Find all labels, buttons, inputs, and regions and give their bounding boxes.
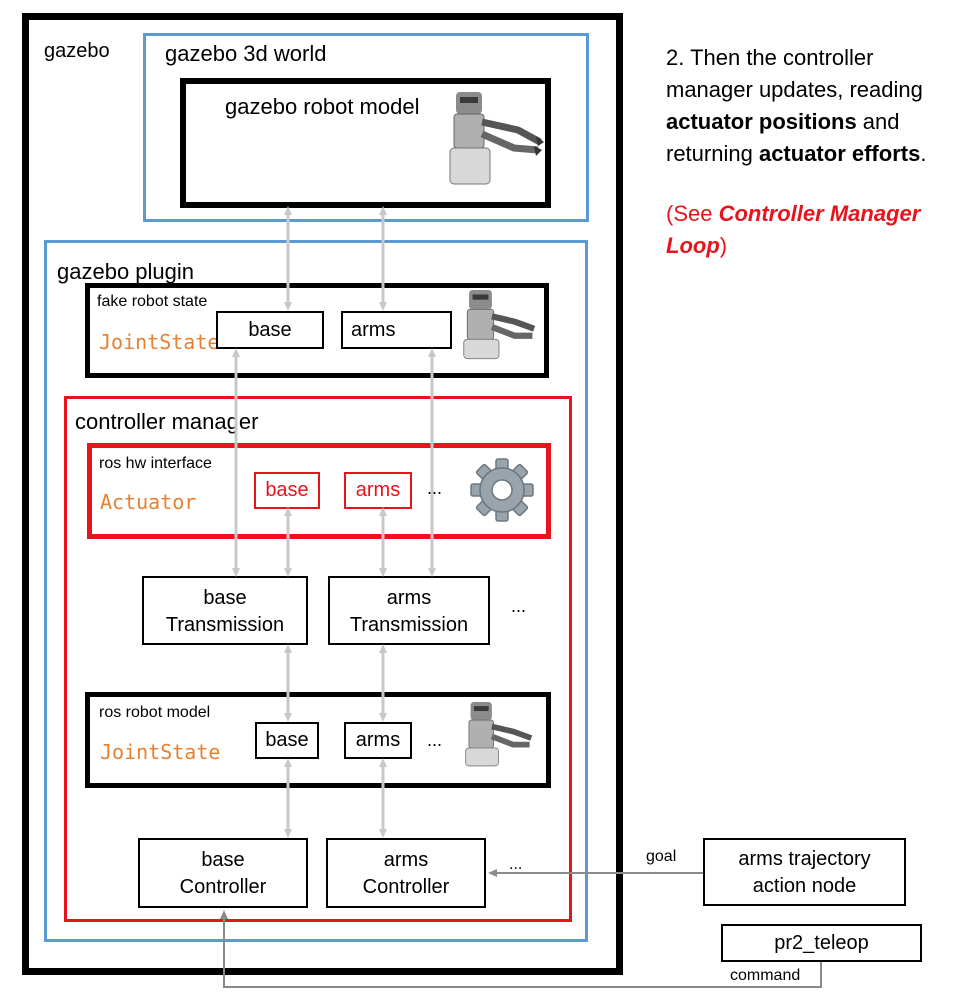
- ctrl-arms-line1: arms: [383, 849, 429, 871]
- hw-arms-label: arms: [355, 479, 401, 501]
- ros-hw-interface-box: [87, 443, 551, 539]
- arrow-command: [220, 910, 822, 988]
- fake-arms-label: arms: [351, 319, 396, 341]
- pr2-teleop-box: pr2_teleop: [721, 924, 922, 962]
- note-line4-pre: returning: [666, 141, 759, 166]
- fake-base-label: base: [248, 319, 292, 341]
- note-line2: manager updates, reading: [666, 77, 923, 102]
- note-line4-end: .: [920, 141, 927, 166]
- see-pre: (See: [666, 201, 719, 226]
- ros-arms-box: arms: [344, 722, 412, 759]
- hw-arms-box: arms: [344, 472, 412, 509]
- teleop-label: pr2_teleop: [774, 932, 869, 954]
- fake-jointstate-label: JointState: [99, 330, 220, 354]
- ctrl-base-line2: Controller: [179, 876, 267, 898]
- base-controller-box: base Controller: [138, 838, 308, 908]
- see-note: (See Controller Manager Loop): [666, 198, 920, 262]
- trans-arms-line2: Transmission: [349, 614, 469, 636]
- fake-robot-state-box: [85, 283, 549, 378]
- fake-state-label: fake robot state: [97, 293, 208, 310]
- ros-base-label: base: [265, 729, 309, 751]
- note-line1: 2. Then the controller: [666, 45, 874, 70]
- ctrl-arms-line2: Controller: [362, 876, 450, 898]
- world-label: gazebo 3d world: [165, 41, 327, 66]
- robot-icon: [465, 702, 533, 767]
- controller-manager-box: [64, 396, 572, 922]
- gazebo-3d-world: [143, 33, 589, 222]
- trans-arms-line1: arms: [386, 587, 432, 609]
- trans-base-line1: base: [203, 587, 247, 609]
- rosmodel-label: ros robot model: [99, 704, 211, 721]
- cm-label: controller manager: [75, 409, 259, 434]
- robot-icon: [463, 290, 536, 360]
- ros-robot-model-box: [85, 692, 551, 788]
- arms-controller-box: arms Controller: [326, 838, 486, 908]
- see-end: ): [719, 233, 728, 258]
- see-bold1: Controller Manager: [718, 201, 921, 226]
- ctrl-base-line1: base: [201, 849, 245, 871]
- plugin-label: gazebo plugin: [57, 259, 195, 284]
- goal-label: goal: [646, 848, 677, 865]
- note-line4: returning actuator efforts.: [666, 138, 926, 170]
- note-line3-rest: and: [856, 109, 900, 134]
- fake-arms-box: arms: [341, 311, 452, 349]
- note-bold-efforts: actuator efforts: [758, 141, 921, 166]
- hw-label: ros hw interface: [99, 455, 212, 472]
- gazebo-label: gazebo: [44, 40, 110, 62]
- gear-icon: [470, 458, 534, 522]
- note-line3: actuator positions and: [666, 106, 926, 138]
- ctrl-dots: ...: [509, 856, 523, 873]
- gazebo-container: [22, 13, 623, 975]
- see-bold2: Loop: [666, 233, 720, 258]
- ros-dots: ...: [427, 730, 443, 750]
- note-text: 2. Then the controller manager updates, …: [666, 42, 926, 170]
- trans-base-line2: Transmission: [165, 614, 285, 636]
- arms-transmission-box: arms Transmission: [328, 576, 490, 645]
- ros-base-box: base: [255, 722, 319, 759]
- robot-model-label: gazebo robot model: [225, 94, 420, 119]
- see-line1: (See Controller Manager: [666, 198, 920, 230]
- actuator-label: Actuator: [100, 490, 197, 514]
- fake-base-box: base: [216, 311, 324, 349]
- trans-dots: ...: [511, 596, 527, 616]
- traj-line2: action node: [752, 875, 857, 897]
- note-bold-positions: actuator positions: [666, 109, 857, 134]
- see-line2: Loop): [666, 230, 920, 262]
- gazebo-plugin: [44, 240, 588, 942]
- arms-trajectory-box: arms trajectory action node: [703, 838, 906, 906]
- robot-icon: [449, 92, 544, 185]
- hw-base-label: base: [265, 479, 309, 501]
- ros-jointstate-label: JointState: [100, 740, 221, 764]
- command-label: command: [730, 967, 801, 984]
- ros-arms-label: arms: [355, 729, 401, 751]
- gazebo-robot-model-box: [180, 78, 551, 208]
- base-transmission-box: base Transmission: [142, 576, 308, 645]
- traj-line1: arms trajectory: [738, 848, 871, 870]
